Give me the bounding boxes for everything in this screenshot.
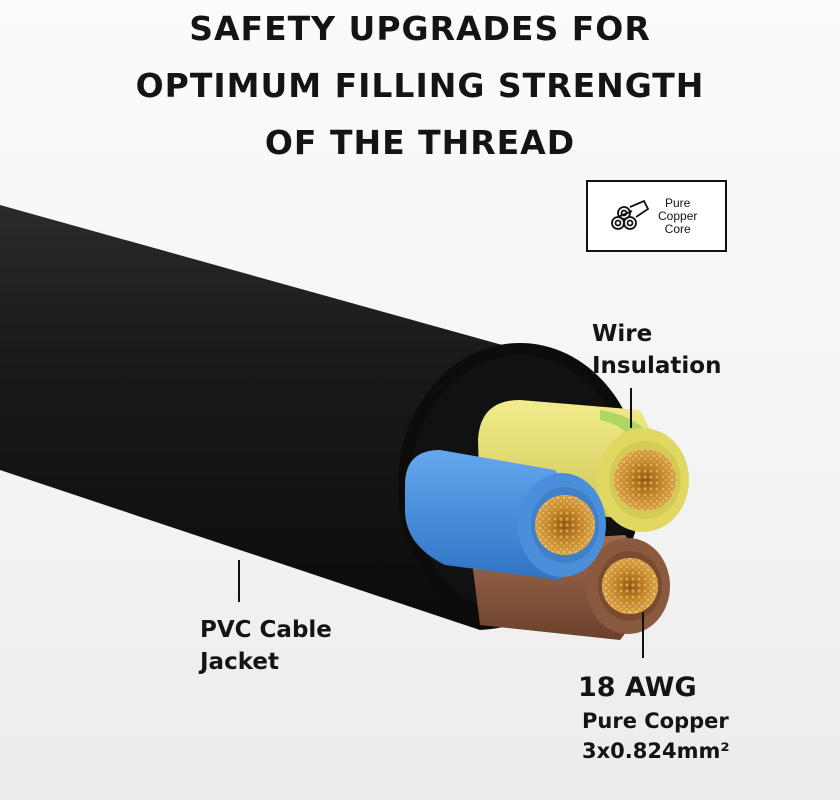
pure-copper-core-badge: Pure Copper Core (586, 180, 727, 252)
headline-line-2: OPTIMUM FILLING STRENGTH (135, 66, 705, 105)
badge-line-2: Copper (658, 208, 698, 223)
badge-line-3: Core (664, 221, 691, 236)
headline: SAFETY UPGRADES FOR OPTIMUM FILLING STRE… (0, 0, 840, 171)
copper-wire-roll-icon (611, 199, 650, 230)
conductor-callout-line (642, 612, 644, 658)
insulation-callout-line (630, 388, 632, 428)
headline-line-3: OF THE THREAD (264, 123, 576, 162)
conductor-spec-label: 18 AWG Pure Copper 3x0.824mm² (578, 670, 730, 766)
blue-wire (405, 450, 606, 580)
wire-insulation-label: Wire Insulation (592, 321, 722, 379)
pvc-jacket-label: PVC Cable Jacket (200, 617, 332, 675)
brown-wire (470, 535, 670, 640)
headline-line-1: SAFETY UPGRADES FOR (189, 9, 651, 48)
gauge-text: 18 AWG (578, 672, 697, 703)
jacket-callout-line (238, 560, 240, 602)
material-text: Pure Copper (582, 709, 729, 733)
cross-section-text: 3x0.824mm² (582, 739, 730, 763)
badge-line-1: Pure (665, 195, 691, 210)
